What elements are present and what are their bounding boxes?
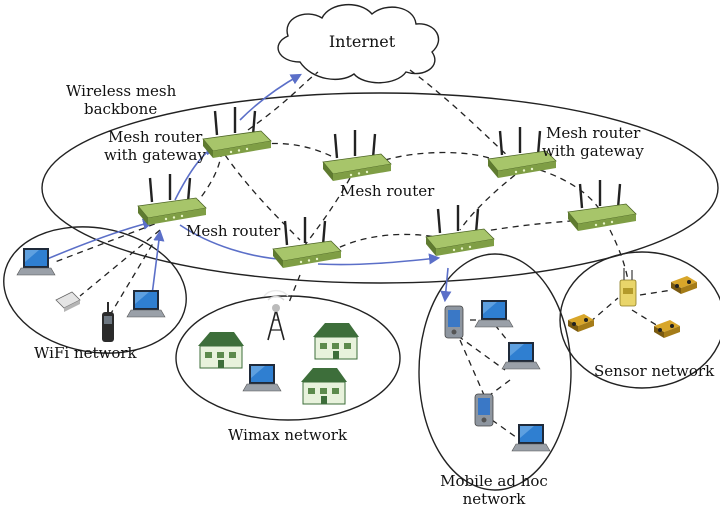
sensor-network-boundary	[559, 251, 720, 389]
network-card-icon	[55, 291, 81, 312]
laptop-icon	[242, 363, 282, 392]
wireless-laptop-router	[39, 218, 155, 263]
link-gateway-right-internet	[409, 69, 511, 159]
link-sensor-3	[631, 309, 659, 327]
pda-icon	[474, 393, 494, 427]
wifi-network-label: WiFi network	[34, 344, 138, 362]
link-gateway-left-bottom	[224, 154, 301, 241]
laptop-icon	[16, 247, 56, 276]
wireless-router-icon	[566, 178, 638, 233]
mesh-router-center-label: Mesh router	[340, 182, 435, 200]
wifi-network-boundary	[3, 226, 187, 354]
adhoc-network-boundary	[418, 253, 572, 491]
wireless-bottom-bottomright	[317, 253, 441, 266]
internet-label: Internet	[329, 32, 396, 51]
wireless-router-icon	[424, 203, 496, 258]
link-gateway-right-sensor-router	[539, 169, 601, 211]
link-gateway-left-center	[249, 142, 336, 159]
link-gateway-right-bottomright	[459, 174, 516, 231]
backbone-label-line1: Wireless mesh	[66, 82, 177, 100]
mesh-backbone-boundary	[41, 92, 719, 284]
gateway-left-label-line2: with gateway	[104, 146, 206, 164]
link-router-phone-wifi	[109, 234, 159, 316]
link-sensor-1	[589, 297, 619, 323]
link-center-gateway-right	[384, 151, 496, 161]
wireless-gateway-internet	[239, 73, 302, 121]
house-icon	[197, 331, 245, 369]
wimax-network-label: Wimax network	[228, 426, 348, 444]
mesh-router-left-label: Mesh router	[186, 222, 281, 240]
laptop-icon	[474, 299, 514, 328]
wireless-router-icon	[321, 128, 393, 183]
pda-icon	[444, 305, 464, 339]
gateway-left-label-line1: Mesh router	[108, 128, 203, 146]
link-gateway-left-internet	[247, 71, 319, 131]
link-adhoc-4	[459, 339, 485, 396]
link-adhoc-5	[489, 379, 511, 396]
link-bottomright-sensor-router	[479, 219, 586, 233]
sensor-gateway-icon	[619, 268, 637, 307]
laptop-icon	[511, 423, 551, 452]
adhoc-network-label-line1: Mobile ad hoc	[440, 472, 548, 490]
wireless-router-icon	[201, 105, 273, 160]
link-router-card-wifi	[79, 229, 161, 297]
adhoc-network-label-line2: network	[463, 490, 527, 508]
link-adhoc-2	[457, 335, 506, 371]
laptop-icon	[126, 289, 166, 318]
laptop-icon	[501, 341, 541, 370]
sensor-node-icon	[671, 276, 697, 294]
sensor-node-icon	[568, 314, 594, 332]
sensor-node-icon	[654, 320, 680, 338]
wireless-laptop2-router	[151, 229, 165, 296]
link-router-sensor-gateway	[609, 229, 629, 281]
link-adhoc-6	[491, 419, 521, 441]
wireless-router-adhoc	[440, 267, 452, 303]
house-icon	[300, 367, 348, 405]
gateway-right-label-line2: with gateway	[542, 142, 644, 160]
sensor-network-label: Sensor network	[594, 362, 715, 380]
wireless-links	[39, 73, 452, 303]
wireless-router-icon	[136, 172, 208, 227]
mesh-links	[54, 69, 673, 441]
gateway-right-label-line1: Mesh router	[546, 124, 641, 142]
link-router-laptop-wifi	[54, 219, 166, 263]
backbone-label-line2: backbone	[84, 100, 157, 118]
link-router-tower	[287, 274, 301, 306]
cloud-icon	[277, 3, 440, 84]
link-sensor-2	[639, 289, 673, 296]
cordless-phone-icon	[102, 302, 114, 342]
radio-tower-icon	[263, 289, 289, 341]
house-icon	[312, 322, 360, 360]
